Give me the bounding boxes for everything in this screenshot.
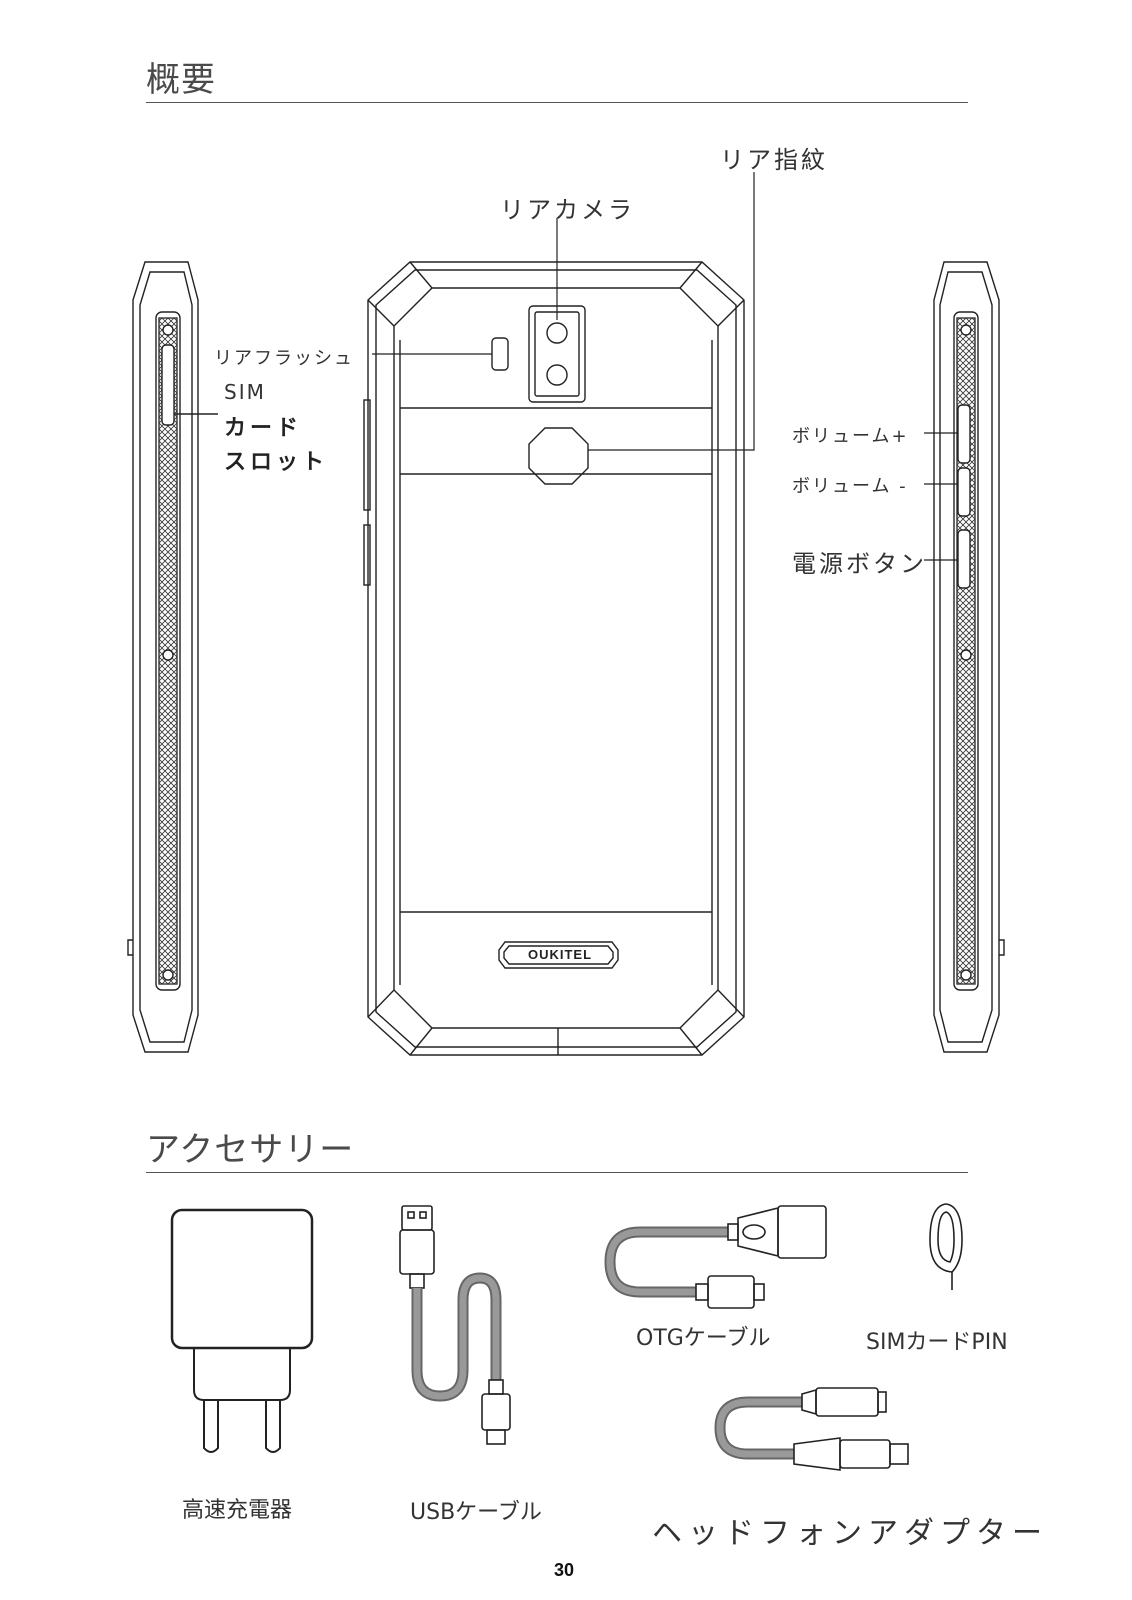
volume-up-label: ボリューム+ [792,426,909,447]
right-side-view [933,261,1005,1053]
overview-title: 概要 [146,60,216,100]
sim-pin-label: SIMカードPIN [866,1330,1008,1355]
left-side-view [127,261,218,1053]
rear-flash-icon [491,337,509,371]
otg-cable-label: OTGケーブル [636,1326,771,1351]
sim-pin-icon [929,1203,963,1290]
rear-camera-label: リアカメラ [500,196,635,224]
overview-divider [146,102,968,103]
page-number: 30 [554,1560,575,1580]
charger-label: 高速充電器 [182,1498,293,1523]
fingerprint-sensor [528,427,589,485]
rear-view [363,261,745,1056]
sim-label-line1: SIM [224,380,266,404]
charger-icon [170,1208,314,1453]
callout-lines [372,172,958,561]
usb-cable-icon [399,1205,511,1445]
rear-camera-module [528,305,586,403]
power-button-label: 電源ボタン [792,550,927,578]
accessories-title: アクセサリー [146,1130,355,1170]
power-key [957,529,971,589]
headphone-adapter-label: ヘッドフォンアダプター [652,1516,1048,1551]
sim-label-line3: スロット [224,450,329,475]
sim-label-line2: カード [224,416,303,441]
otg-cable-icon [604,1205,827,1309]
rear-flash-label: リアフラッシュ [214,348,354,369]
accessories-divider [146,1172,968,1173]
brand-logo: OUKITEL [527,947,593,962]
headphone-adapter-icon [714,1387,909,1471]
volume-down-label: ボリューム - [792,476,908,497]
sim-slot [161,344,175,426]
phone-diagram [127,172,1005,1056]
usb-cable-label: USBケーブル [410,1500,542,1525]
volume-down-key [957,467,971,517]
volume-up-key [957,404,971,464]
rear-fingerprint-label: リア指紋 [720,146,828,174]
